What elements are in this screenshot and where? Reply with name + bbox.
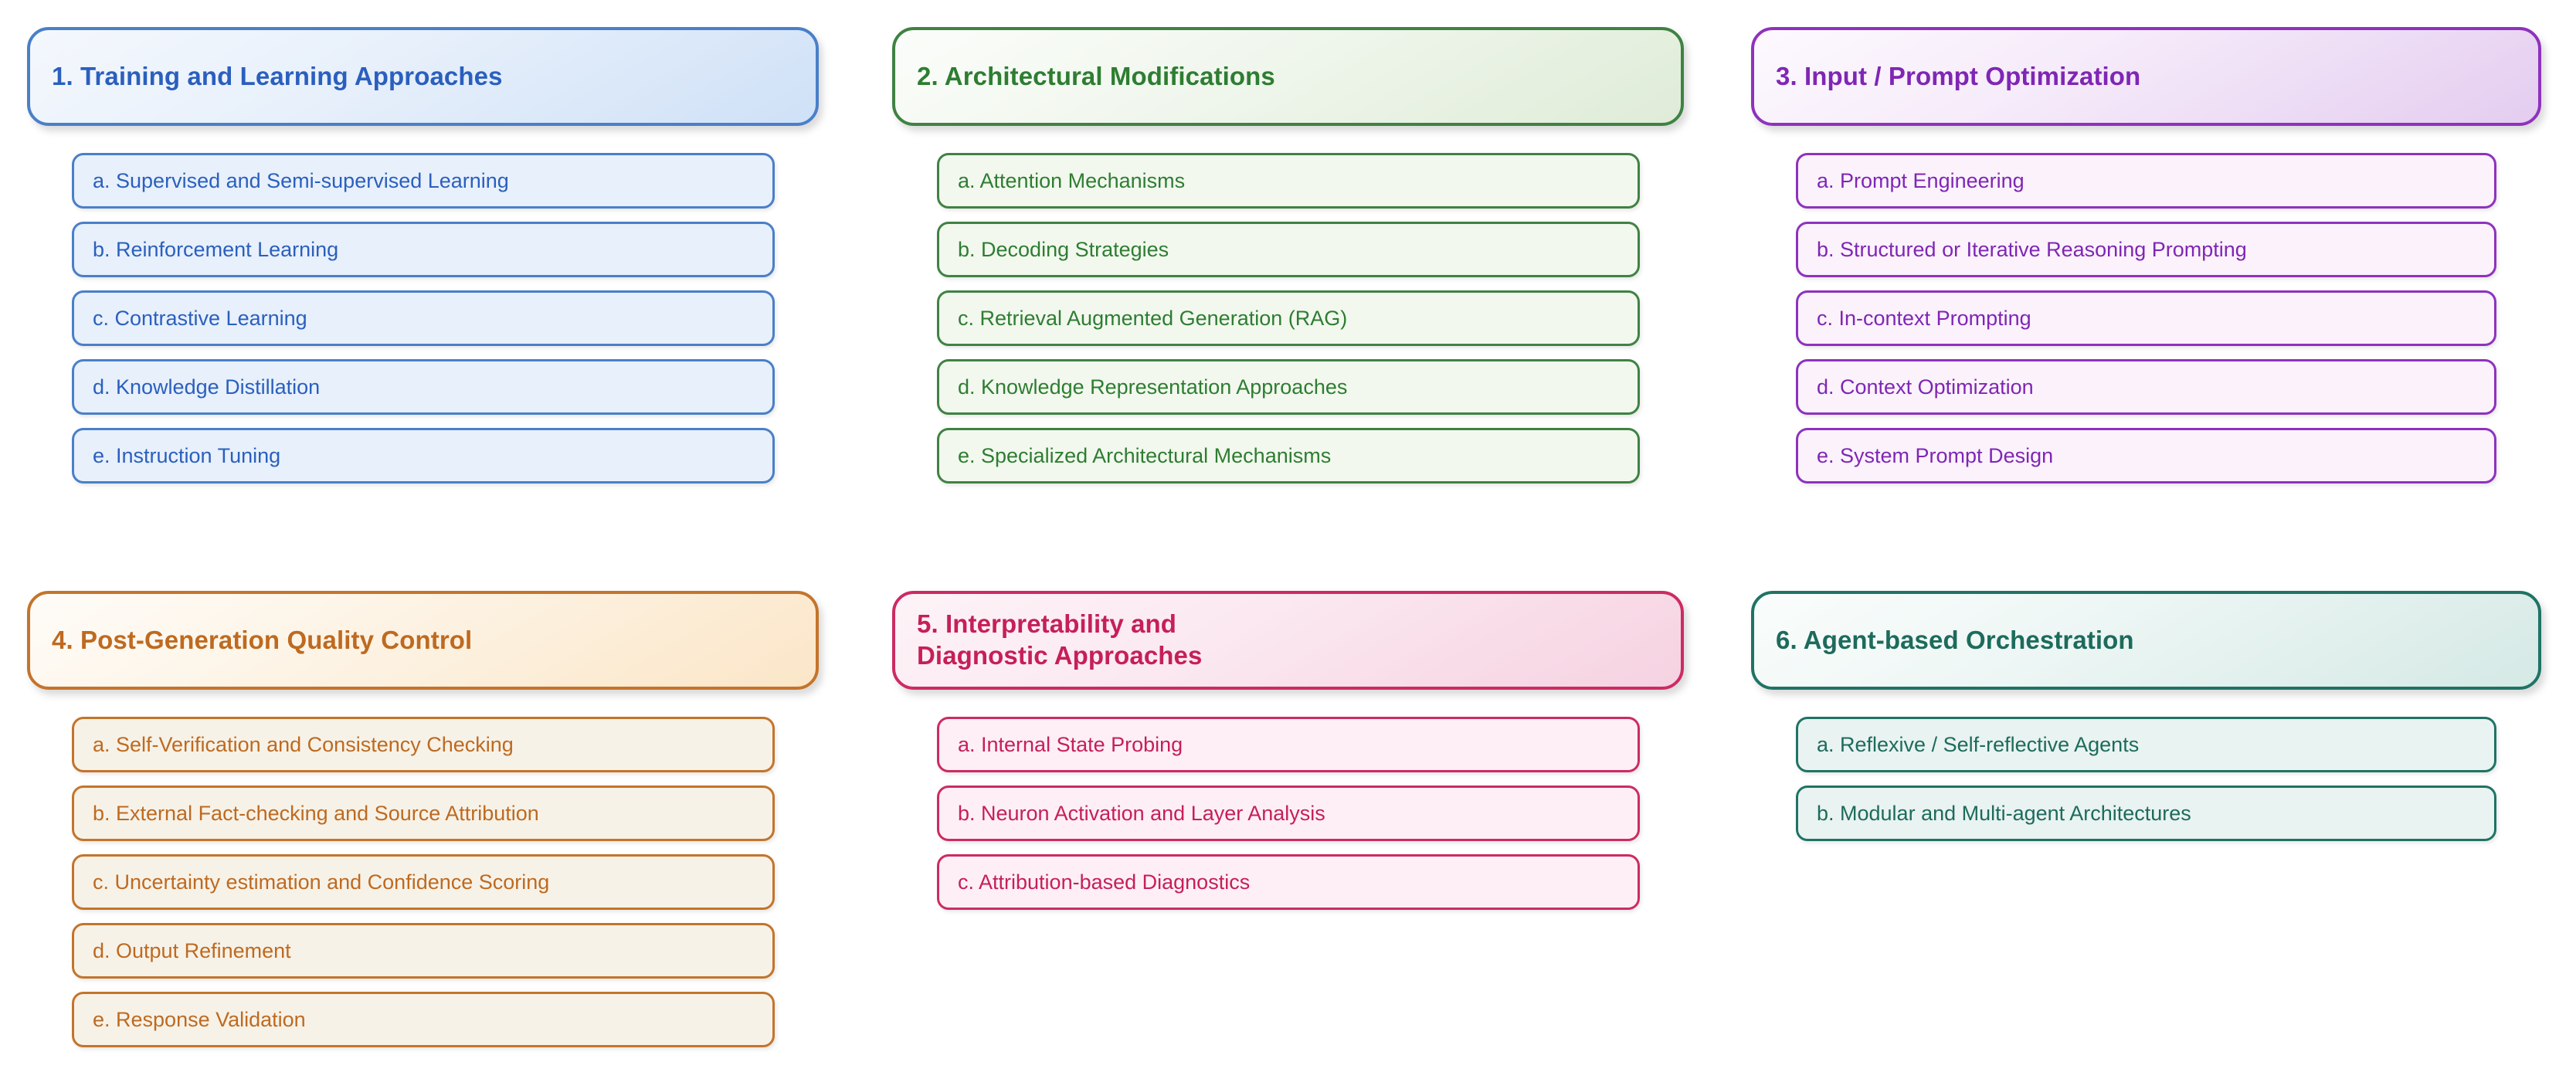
subitem-3e[interactable]: e. System Prompt Design: [1796, 428, 2496, 484]
subitem-4b[interactable]: b. External Fact-checking and Source Att…: [72, 785, 775, 841]
subitem-4a[interactable]: a. Self-Verification and Consistency Che…: [72, 717, 775, 772]
subitem-label: c. Uncertainty estimation and Confidence…: [93, 870, 550, 894]
subitem-label: d. Context Optimization: [1817, 375, 2034, 399]
subitem-label: c. Retrieval Augmented Generation (RAG): [958, 306, 1348, 330]
subitem-label: d. Output Refinement: [93, 938, 291, 962]
category-header-5[interactable]: 5. Interpretability and Diagnostic Appro…: [892, 591, 1684, 690]
category-title-5: 5. Interpretability and Diagnostic Appro…: [917, 609, 1203, 670]
subitem-label: e. Response Validation: [93, 1007, 306, 1031]
subitem-3b[interactable]: b. Structured or Iterative Reasoning Pro…: [1796, 222, 2496, 277]
category-column-5: 5. Interpretability and Diagnostic Appro…: [865, 564, 1730, 1079]
subitem-2a[interactable]: a. Attention Mechanisms: [937, 153, 1640, 209]
subitem-5b[interactable]: b. Neuron Activation and Layer Analysis: [937, 785, 1640, 841]
subitem-4e[interactable]: e. Response Validation: [72, 992, 775, 1047]
subitem-2b[interactable]: b. Decoding Strategies: [937, 222, 1640, 277]
subitem-label: c. Attribution-based Diagnostics: [958, 870, 1251, 894]
category-header-6[interactable]: 6. Agent-based Orchestration: [1751, 591, 2541, 690]
subitem-label: a. Reflexive / Self-reflective Agents: [1817, 732, 2140, 756]
category-header-4[interactable]: 4. Post-Generation Quality Control: [27, 591, 819, 690]
subitem-2e[interactable]: e. Specialized Architectural Mechanisms: [937, 428, 1640, 484]
subitem-list-1: a. Supervised and Semi-supervised Learni…: [72, 153, 775, 497]
category-column-3: 3. Input / Prompt Optimization a. Prompt…: [1730, 0, 2576, 564]
subitem-1a[interactable]: a. Supervised and Semi-supervised Learni…: [72, 153, 775, 209]
subitem-6a[interactable]: a. Reflexive / Self-reflective Agents: [1796, 717, 2496, 772]
category-column-6: 6. Agent-based Orchestration a. Reflexiv…: [1730, 564, 2576, 1079]
subitem-4d[interactable]: d. Output Refinement: [72, 923, 775, 979]
category-title-2: 2. Architectural Modifications: [917, 61, 1275, 90]
category-column-2: 2. Architectural Modifications a. Attent…: [865, 0, 1730, 564]
subitem-3d[interactable]: d. Context Optimization: [1796, 359, 2496, 415]
category-title-6: 6. Agent-based Orchestration: [1776, 625, 2134, 654]
subitem-2d[interactable]: d. Knowledge Representation Approaches: [937, 359, 1640, 415]
subitem-label: b. Structured or Iterative Reasoning Pro…: [1817, 237, 2247, 261]
subitem-list-4: a. Self-Verification and Consistency Che…: [72, 717, 775, 1060]
category-title-1: 1. Training and Learning Approaches: [52, 61, 503, 90]
subitem-label: a. Attention Mechanisms: [958, 168, 1186, 192]
subitem-label: a. Self-Verification and Consistency Che…: [93, 732, 514, 756]
subitem-label: d. Knowledge Distillation: [93, 375, 321, 399]
subitem-1b[interactable]: b. Reinforcement Learning: [72, 222, 775, 277]
category-column-1: 1. Training and Learning Approaches a. S…: [0, 0, 865, 564]
subitem-list-2: a. Attention Mechanisms b. Decoding Stra…: [937, 153, 1640, 497]
category-header-3[interactable]: 3. Input / Prompt Optimization: [1751, 27, 2541, 126]
subitem-label: e. Specialized Architectural Mechanisms: [958, 443, 1332, 467]
subitem-3c[interactable]: c. In-context Prompting: [1796, 290, 2496, 346]
subitem-label: b. Modular and Multi-agent Architectures: [1817, 801, 2191, 825]
subitem-label: e. Instruction Tuning: [93, 443, 281, 467]
subitem-list-3: a. Prompt Engineering b. Structured or I…: [1796, 153, 2496, 497]
subitem-4c[interactable]: c. Uncertainty estimation and Confidence…: [72, 854, 775, 910]
category-title-4: 4. Post-Generation Quality Control: [52, 625, 473, 654]
subitem-label: b. Decoding Strategies: [958, 237, 1169, 261]
subitem-label: b. Reinforcement Learning: [93, 237, 339, 261]
subitem-label: a. Internal State Probing: [958, 732, 1183, 756]
subitem-1e[interactable]: e. Instruction Tuning: [72, 428, 775, 484]
subitem-label: a. Supervised and Semi-supervised Learni…: [93, 168, 509, 192]
subitem-list-6: a. Reflexive / Self-reflective Agents b.…: [1796, 717, 2496, 854]
subitem-label: c. In-context Prompting: [1817, 306, 2031, 330]
category-title-3: 3. Input / Prompt Optimization: [1776, 61, 2141, 90]
category-header-2[interactable]: 2. Architectural Modifications: [892, 27, 1684, 126]
subitem-label: b. External Fact-checking and Source Att…: [93, 801, 539, 825]
subitem-1d[interactable]: d. Knowledge Distillation: [72, 359, 775, 415]
subitem-3a[interactable]: a. Prompt Engineering: [1796, 153, 2496, 209]
subitem-5c[interactable]: c. Attribution-based Diagnostics: [937, 854, 1640, 910]
category-column-4: 4. Post-Generation Quality Control a. Se…: [0, 564, 865, 1079]
category-header-1[interactable]: 1. Training and Learning Approaches: [27, 27, 819, 126]
subitem-label: e. System Prompt Design: [1817, 443, 2054, 467]
subitem-6b[interactable]: b. Modular and Multi-agent Architectures: [1796, 785, 2496, 841]
subitem-2c[interactable]: c. Retrieval Augmented Generation (RAG): [937, 290, 1640, 346]
subitem-label: d. Knowledge Representation Approaches: [958, 375, 1348, 399]
subitem-label: b. Neuron Activation and Layer Analysis: [958, 801, 1325, 825]
subitem-label: a. Prompt Engineering: [1817, 168, 2024, 192]
subitem-1c[interactable]: c. Contrastive Learning: [72, 290, 775, 346]
subitem-5a[interactable]: a. Internal State Probing: [937, 717, 1640, 772]
subitem-list-5: a. Internal State Probing b. Neuron Acti…: [937, 717, 1640, 923]
subitem-label: c. Contrastive Learning: [93, 306, 307, 330]
